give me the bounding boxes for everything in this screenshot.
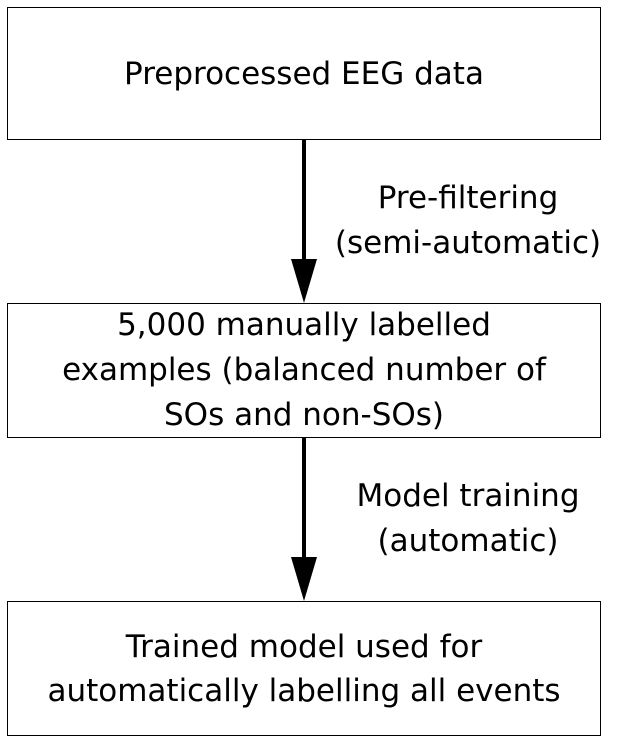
edge-label-line: Pre-filtering	[377, 180, 559, 216]
edge-label-model-training: Model training (automatic)	[318, 474, 618, 564]
edge-label-line: (semi-automatic)	[334, 225, 602, 261]
node-label: Trained model used for	[125, 628, 483, 665]
node-preprocessed-eeg-data: Preprocessed EEG data	[7, 7, 601, 140]
arrow-model-training	[291, 438, 317, 601]
node-label: examples (balanced number of	[62, 352, 546, 388]
edge-label-line: (automatic)	[377, 523, 559, 559]
node-trained-model: Trained model used for automatically lab…	[7, 601, 601, 736]
edge-label-prefiltering: Pre-filtering (semi-automatic)	[318, 176, 618, 266]
node-label: Preprocessed EEG data	[124, 55, 484, 92]
edge-label-line: Model training	[356, 478, 580, 514]
node-label: SOs and non-SOs)	[163, 397, 445, 433]
node-label: automatically labelling all events	[47, 672, 561, 709]
node-manually-labelled-examples: 5,000 manually labelled examples (balanc…	[7, 303, 601, 438]
node-label: 5,000 manually labelled	[117, 307, 491, 343]
arrow-prefiltering	[291, 140, 317, 303]
